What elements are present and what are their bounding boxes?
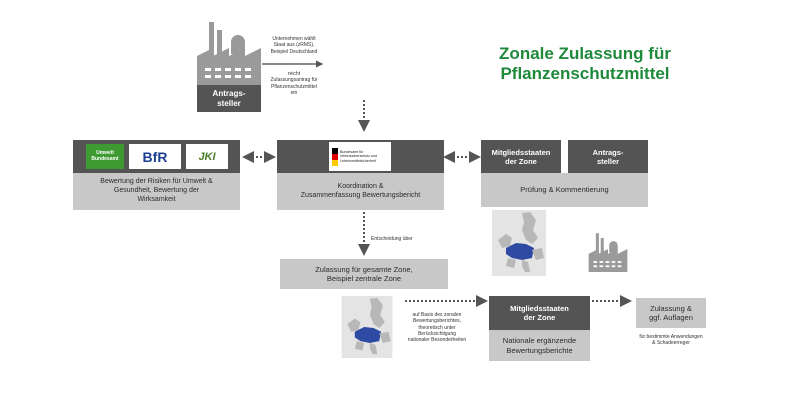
europe-map-icon [492,210,546,276]
bfr-logo: BfR [129,144,181,169]
jki-logo: JKI [186,144,228,169]
agencies-assessment-box: Bewertung der Risiken für Umwelt & Gesun… [73,173,240,210]
europe-map-approval-icon [341,296,393,358]
agencies-logo-bar: Umwelt Bundesamt BfR JKI [73,140,240,173]
decision-note: Entscheidung über [371,236,413,242]
national-member-states-box: Mitgliedsstaaten der Zone [489,296,590,330]
zone-applicant-box: Antrags- steller [568,140,648,173]
zone-review-box: Prüfung & Kommentierung [481,173,648,207]
basis-note: auf Basis des zonalen Bewertungsberichte… [407,312,467,343]
member-states-box: Mitgliedsstaaten der Zone [481,140,561,173]
applicant-box: Antrags- steller [197,85,261,112]
final-note: für bestimmte Anwendungen & Schadeerrege… [639,334,703,347]
national-reports-box: Nationale ergänzende Bewertungsberichte [489,330,590,361]
final-approval-box: Zulassung & ggf. Auflagen [636,298,706,328]
applicant-note-top: Unternehmen wählt Staat aus (zRMS), Beis… [270,36,318,55]
factory-icon-small [588,233,628,272]
bvl-logo-text: Bundesamt für Verbraucherschutz und Lebe… [340,150,377,163]
diagram-title: Zonale Zulassung für Pflanzenschutzmitte… [499,44,671,83]
bvl-logo: Bundesamt für Verbraucherschutz und Lebe… [329,142,391,171]
german-flag-icon [332,147,338,166]
bvl-coordination-box: Koordination & Zusammenfassung Bewertung… [277,173,444,210]
zone-approval-box: Zulassung für gesamte Zone, Beispiel zen… [280,259,448,289]
bvl-logo-bar: Bundesamt für Verbraucherschutz und Lebe… [277,140,444,173]
applicant-note-bottom: reicht Zulassungsantrag für Pflanzenschu… [270,71,318,96]
factory-icon [197,22,261,86]
uba-logo: Umwelt Bundesamt [86,144,124,169]
